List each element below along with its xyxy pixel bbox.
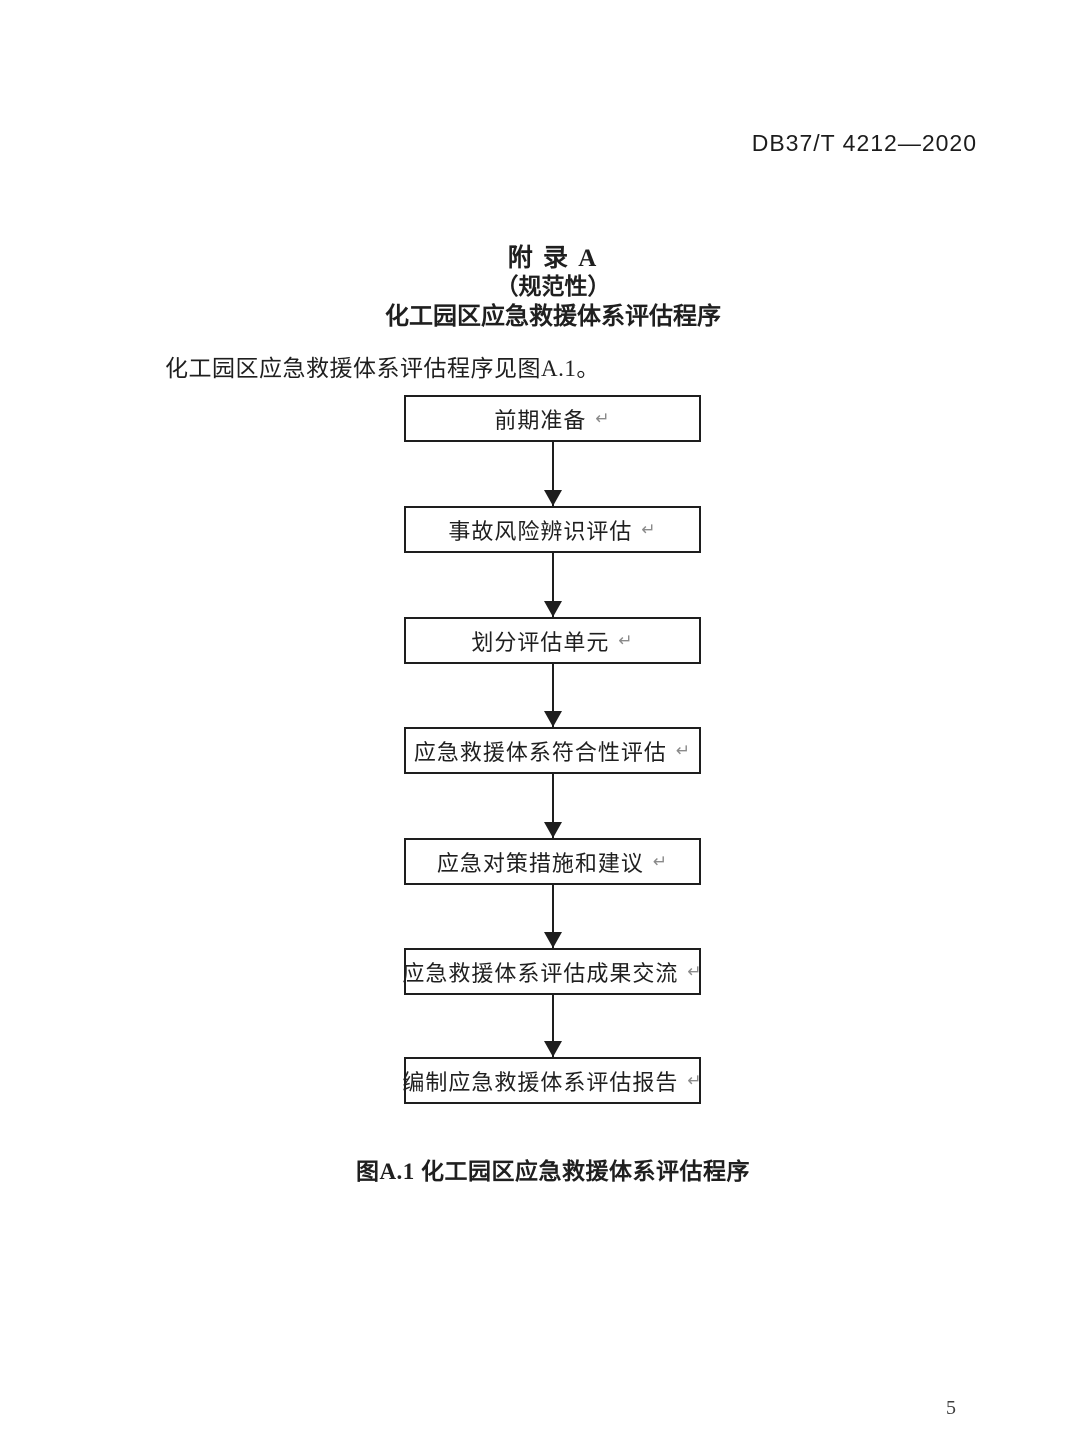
flow-step-label: 应急救援体系评估成果交流 [402,960,679,986]
flow-step-risk-identification: 事故风险辨识评估 ↵ [404,506,701,553]
flow-arrow-icon [544,885,562,948]
figure-caption: 图A.1 化工园区应急救援体系评估程序 [355,1159,751,1184]
page-number: 5 [946,1397,956,1419]
flow-step-results-exchange: 应急救援体系评估成果交流 ↵ [402,948,703,995]
flow-step-conformity-evaluation: 应急救援体系符合性评估 ↵ [404,727,701,774]
flow-step-label: 应急救援体系符合性评估 [413,739,667,765]
appendix-normative-label: （规范性） [495,274,611,299]
intro-paragraph: 化工园区应急救援体系评估程序见图A.1。 [165,356,600,381]
paragraph-return-icon: ↵ [675,740,692,761]
flow-step-preparation: 前期准备 ↵ [404,395,701,442]
paragraph-return-icon: ↵ [618,630,634,651]
paragraph-return-icon: ↵ [641,519,657,540]
flow-step-label: 事故风险辨识评估 [448,518,633,544]
flow-step-label: 编制应急救援体系评估报告 [402,1069,679,1095]
paragraph-return-icon: ↵ [687,961,703,982]
flow-arrow-icon [544,995,562,1057]
paragraph-return-icon: ↵ [652,851,669,872]
flow-arrow-icon [544,553,562,617]
flow-arrow-icon [544,774,562,838]
flow-arrow-icon [544,442,562,506]
flow-arrow-icon [544,664,562,727]
flow-step-label: 划分评估单元 [471,629,610,655]
appendix-title: 化工园区应急救援体系评估程序 [385,304,721,330]
paragraph-return-icon: ↵ [687,1070,703,1091]
flow-step-label: 应急对策措施和建议 [436,850,644,876]
appendix-heading: 附 录 A [507,245,599,272]
flow-step-report-compilation: 编制应急救援体系评估报告 ↵ [402,1057,703,1104]
flow-step-countermeasures: 应急对策措施和建议 ↵ [404,838,701,885]
flow-step-unit-division: 划分评估单元 ↵ [404,617,701,664]
document-code-header: DB37/T 4212—2020 [751,130,977,156]
paragraph-return-icon: ↵ [595,408,611,429]
flow-step-label: 前期准备 [494,407,587,433]
